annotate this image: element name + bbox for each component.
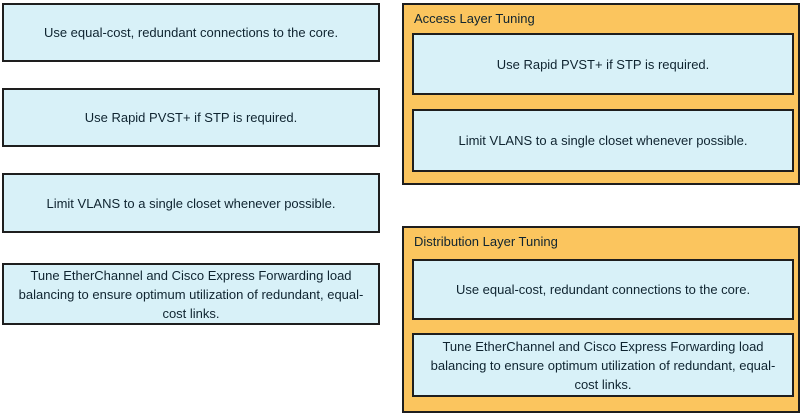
drag-item-tune-etherchannel[interactable]: Tune EtherChannel and Cisco Express Forw… <box>2 263 380 325</box>
drag-item-equal-cost-connections[interactable]: Use equal-cost, redundant connections to… <box>2 3 380 62</box>
drop-panel-distribution-layer-tuning: Distribution Layer Tuning Use equal-cost… <box>402 226 800 413</box>
access-drop-slot-rapid-pvst[interactable]: Use Rapid PVST+ if STP is required. <box>412 33 794 95</box>
access-drop-slot-limit-vlans[interactable]: Limit VLANS to a single closet whenever … <box>412 109 794 172</box>
drop-panel-access-layer-tuning: Access Layer Tuning Use Rapid PVST+ if S… <box>402 3 800 185</box>
drag-item-limit-vlans[interactable]: Limit VLANS to a single closet whenever … <box>2 173 380 233</box>
access-panel-title: Access Layer Tuning <box>414 11 535 26</box>
drag-item-rapid-pvst[interactable]: Use Rapid PVST+ if STP is required. <box>2 88 380 147</box>
distribution-panel-title: Distribution Layer Tuning <box>414 234 558 249</box>
distribution-drop-slot-tune-etherchannel[interactable]: Tune EtherChannel and Cisco Express Forw… <box>412 333 794 397</box>
distribution-drop-slot-equal-cost[interactable]: Use equal-cost, redundant connections to… <box>412 259 794 320</box>
